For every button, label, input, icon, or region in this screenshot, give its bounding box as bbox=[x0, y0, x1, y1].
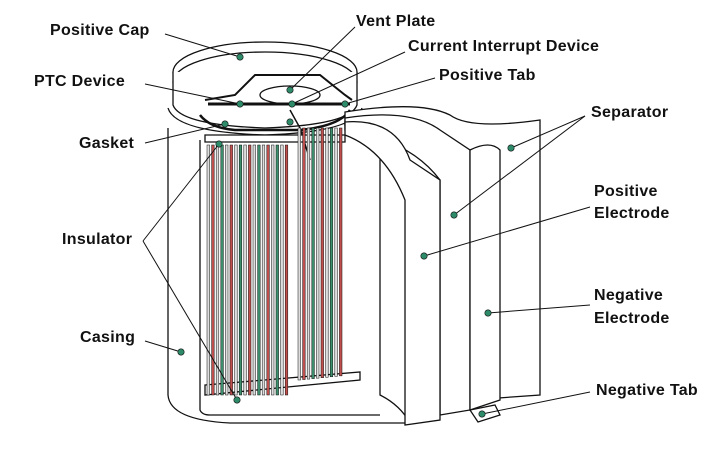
electrode-layer-strip bbox=[275, 144, 279, 396]
negative-electrode-sheet bbox=[469, 144, 501, 411]
label-negative-electrode-line2: Electrode bbox=[594, 310, 670, 327]
electrode-layer-strip bbox=[215, 144, 220, 396]
dot-negative-electrode bbox=[484, 309, 492, 317]
dot-negative-tab bbox=[478, 410, 486, 418]
electrode-layer-strip bbox=[261, 144, 266, 396]
leader-cid bbox=[291, 51, 406, 105]
label-positive-tab: Positive Tab bbox=[439, 67, 536, 84]
dot-positive-tab bbox=[341, 100, 349, 108]
leader-casing bbox=[144, 340, 182, 353]
electrode-layer-strip bbox=[334, 127, 338, 377]
leader-negative-electrode bbox=[487, 304, 591, 314]
electrode-layer-strip bbox=[234, 144, 238, 396]
electrode-layer-strip bbox=[325, 127, 329, 378]
electrode-layer-strip bbox=[302, 127, 306, 380]
label-separator: Separator bbox=[591, 104, 669, 121]
leader-positive-tab bbox=[344, 77, 436, 105]
leader-ptc bbox=[144, 83, 241, 105]
leader-vent-plate bbox=[289, 26, 356, 91]
label-current-interrupt-device: Current Interrupt Device bbox=[408, 38, 600, 55]
casing-shell bbox=[167, 128, 412, 424]
electrode-layer-strip bbox=[311, 127, 315, 379]
leader-separator-2 bbox=[453, 115, 586, 216]
electrode-layer-strip bbox=[316, 127, 320, 379]
leader-negative-tab bbox=[481, 391, 591, 415]
dot-casing bbox=[177, 348, 185, 356]
marker-dots bbox=[177, 53, 515, 418]
unwrapped-sheets bbox=[344, 106, 541, 426]
dot-gasket bbox=[221, 120, 229, 128]
dot-separator-1 bbox=[507, 144, 515, 152]
electrode-layer-strip bbox=[225, 144, 229, 396]
electrode-layer-strip bbox=[243, 144, 247, 396]
electrode-layer-strip bbox=[211, 144, 215, 396]
label-positive-cap: Positive Cap bbox=[50, 22, 150, 39]
dot-positive-electrode bbox=[420, 252, 428, 260]
electrode-layer-strip bbox=[306, 127, 311, 380]
leader-lines bbox=[142, 26, 591, 415]
electrode-layer-strip bbox=[280, 144, 284, 396]
leader-insulator-1 bbox=[142, 143, 220, 242]
label-insulator: Insulator bbox=[62, 231, 133, 248]
dot-insulator-1 bbox=[215, 140, 223, 148]
label-vent-plate: Vent Plate bbox=[356, 13, 436, 30]
electrode-layer-strip bbox=[220, 144, 224, 396]
electrode-layer-strip bbox=[238, 144, 243, 396]
leader-positive-cap bbox=[164, 33, 241, 58]
vent-plate-shape bbox=[204, 74, 353, 101]
dot-separator-2 bbox=[450, 211, 458, 219]
electrode-layer-strip bbox=[284, 144, 289, 396]
label-negative-tab: Negative Tab bbox=[596, 382, 698, 399]
electrode-layer-strip bbox=[229, 144, 233, 396]
dot-positive-cap bbox=[236, 53, 244, 61]
electrode-layer-strip bbox=[248, 144, 252, 396]
electrode-layer-strip bbox=[339, 127, 343, 377]
casing-inner-wall bbox=[199, 140, 380, 416]
electrode-layer-strip bbox=[329, 127, 334, 378]
insulator-top bbox=[204, 134, 346, 143]
dot-gasket-2 bbox=[286, 118, 294, 126]
electrode-layer-strip bbox=[252, 144, 256, 396]
electrode-layer-strip bbox=[206, 144, 210, 396]
positive-electrode-sheet bbox=[344, 121, 441, 426]
electrode-layers bbox=[206, 127, 343, 396]
dot-cid bbox=[288, 100, 296, 108]
electrode-layer-strip bbox=[257, 144, 261, 396]
electrode-layer-strip bbox=[266, 144, 270, 396]
label-positive-electrode-line1: Positive bbox=[594, 183, 658, 200]
electrode-layer-strip bbox=[271, 144, 275, 396]
label-negative-electrode-line1: Negative bbox=[594, 287, 664, 304]
dot-insulator-2 bbox=[233, 396, 241, 404]
dot-ptc bbox=[236, 100, 244, 108]
leader-gasket bbox=[144, 123, 226, 144]
label-gasket: Gasket bbox=[79, 135, 135, 152]
electrode-layer-strip bbox=[320, 127, 324, 378]
gasket-ring bbox=[199, 109, 352, 132]
label-ptc-device: PTC Device bbox=[34, 73, 126, 90]
leader-separator-1 bbox=[510, 115, 586, 149]
cell-body bbox=[167, 41, 412, 424]
electrode-layer-strip bbox=[297, 127, 301, 381]
leader-insulator-2 bbox=[142, 240, 238, 401]
label-casing: Casing bbox=[80, 329, 136, 346]
label-positive-electrode-line2: Electrode bbox=[594, 205, 670, 222]
leader-positive-electrode bbox=[423, 206, 591, 257]
dot-vent-plate bbox=[286, 86, 294, 94]
